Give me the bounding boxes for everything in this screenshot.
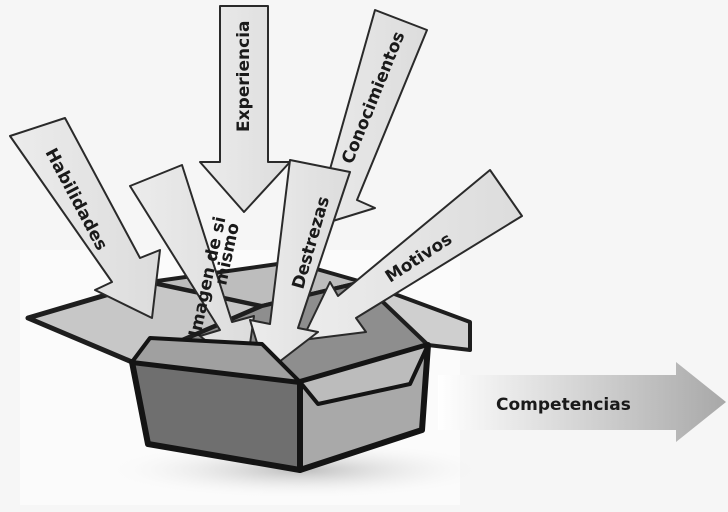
arrow-experiencia: Experiencia: [199, 5, 291, 213]
arrow-competencias: Competencias: [438, 362, 726, 442]
box-front-left-flap: [130, 336, 302, 384]
box-front-flap: [298, 343, 430, 406]
open-box-front: [129, 336, 431, 473]
label-experiencia: Experiencia: [234, 21, 254, 133]
label-competencias: Competencias: [496, 395, 631, 415]
box-right-flap: [360, 280, 472, 352]
arrow-imagen-de-si-mismo: Imagen de si mismo: [129, 164, 255, 373]
